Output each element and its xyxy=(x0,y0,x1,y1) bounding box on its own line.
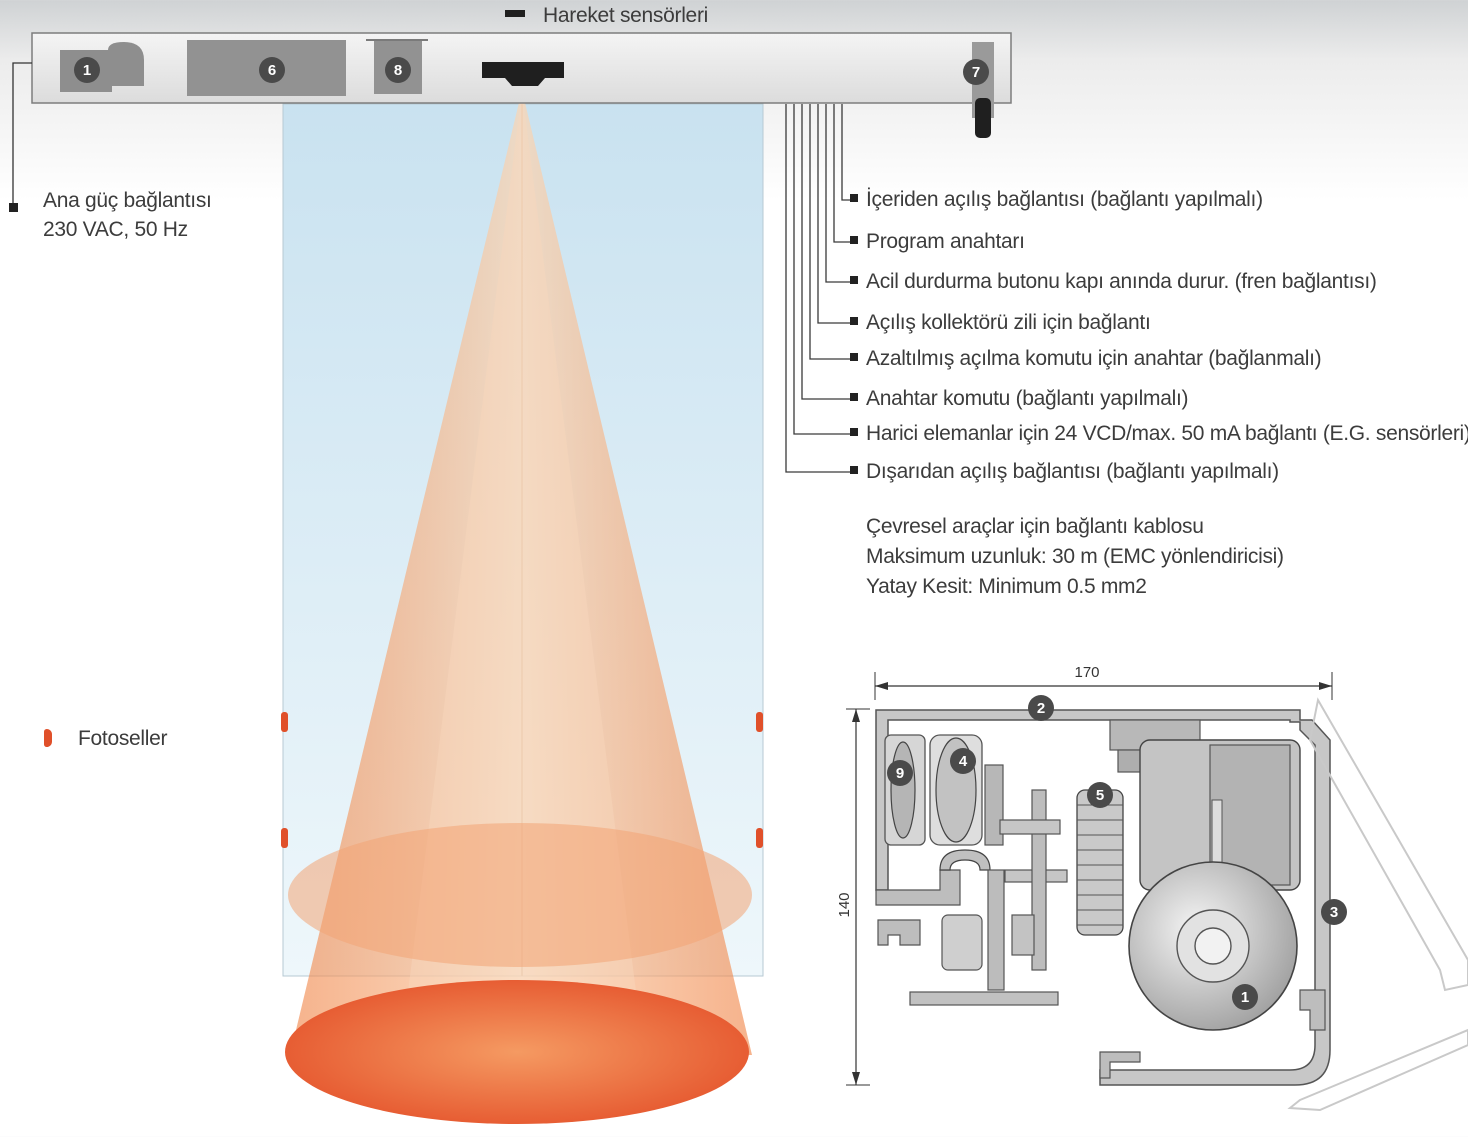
photocell-legend-icon xyxy=(44,729,52,747)
bullet-icon xyxy=(850,194,858,203)
connection-item: Program anahtarı xyxy=(850,229,1025,255)
svg-text:2: 2 xyxy=(1037,700,1045,717)
connection-item: Dışarıdan açılış bağlantısı (bağlantı ya… xyxy=(850,459,1279,485)
connection-leader-lines xyxy=(785,104,850,473)
connection-item: Açılış kollektörü zili için bağlantı xyxy=(850,310,1151,336)
height-dimension-label: 140 xyxy=(836,892,853,917)
bullet-icon xyxy=(850,317,858,326)
connection-item: Harici elemanlar için 24 VCD/max. 50 mA … xyxy=(850,421,1468,447)
cable-note-line1: Çevresel araçlar için bağlantı kablosu xyxy=(866,515,1204,538)
beam-floor-ellipse xyxy=(285,980,749,1124)
bullet-icon xyxy=(850,428,858,437)
bullet-icon xyxy=(850,393,858,402)
section-badge-3: 3 xyxy=(1321,899,1347,925)
bullet-icon xyxy=(850,276,858,285)
motion-sensor-unit xyxy=(482,62,564,78)
svg-text:8: 8 xyxy=(394,62,402,79)
motion-sensor-legend-mark xyxy=(505,10,525,17)
section-badge-1: 1 xyxy=(1232,984,1258,1010)
svg-text:5: 5 xyxy=(1096,787,1104,804)
header-badge-7: 7 xyxy=(963,59,989,85)
svg-text:6: 6 xyxy=(268,62,276,79)
cable-note-line2: Maksimum uzunluk: 30 m (EMC yönlendirici… xyxy=(866,545,1284,568)
svg-text:9: 9 xyxy=(896,765,904,782)
bullet-icon xyxy=(850,353,858,362)
section-badge-4: 4 xyxy=(950,748,976,774)
width-dimension-label: 170 xyxy=(1074,664,1099,681)
svg-text:1: 1 xyxy=(1241,989,1249,1006)
beam-mid-ellipse xyxy=(288,823,752,967)
motion-sensors-label: Hareket sensörleri xyxy=(543,4,708,27)
header-badge-1: 1 xyxy=(74,57,100,83)
section-badge-2: 2 xyxy=(1028,695,1054,721)
svg-text:1: 1 xyxy=(83,62,91,79)
cable-note-line3: Yatay Kesit: Minimum 0.5 mm2 xyxy=(866,575,1147,598)
header-component-7 xyxy=(972,42,994,138)
header-badge-8: 8 xyxy=(385,57,411,83)
svg-text:3: 3 xyxy=(1330,904,1338,921)
header-badge-6: 6 xyxy=(259,57,285,83)
photocell-markers xyxy=(281,712,763,848)
connection-item: İçeriden açılış bağlantısı (bağlantı yap… xyxy=(850,187,1263,213)
photocells-label: Fotoseller xyxy=(78,727,168,750)
connection-item: Azaltılmış açılma komutu için anahtar (b… xyxy=(850,346,1322,372)
svg-text:7: 7 xyxy=(972,64,980,81)
power-label-line2: 230 VAC, 50 Hz xyxy=(43,218,188,241)
bullet-icon xyxy=(850,236,858,245)
bullet-icon xyxy=(850,466,858,475)
cross-section-drawing xyxy=(846,672,1468,1112)
power-label-line1: Ana güç bağlantısı xyxy=(43,189,212,212)
sensor-beam-inner xyxy=(400,90,644,1055)
section-badge-9: 9 xyxy=(887,760,913,786)
svg-text:4: 4 xyxy=(959,753,968,770)
section-badge-5: 5 xyxy=(1087,782,1113,808)
sensor-beam-cone xyxy=(290,90,752,1055)
connection-item: Anahtar komutu (bağlantı yapılmalı) xyxy=(850,386,1188,412)
power-lead-line xyxy=(12,62,32,207)
connection-item: Acil durdurma butonu kapı anında durur. … xyxy=(850,269,1377,295)
